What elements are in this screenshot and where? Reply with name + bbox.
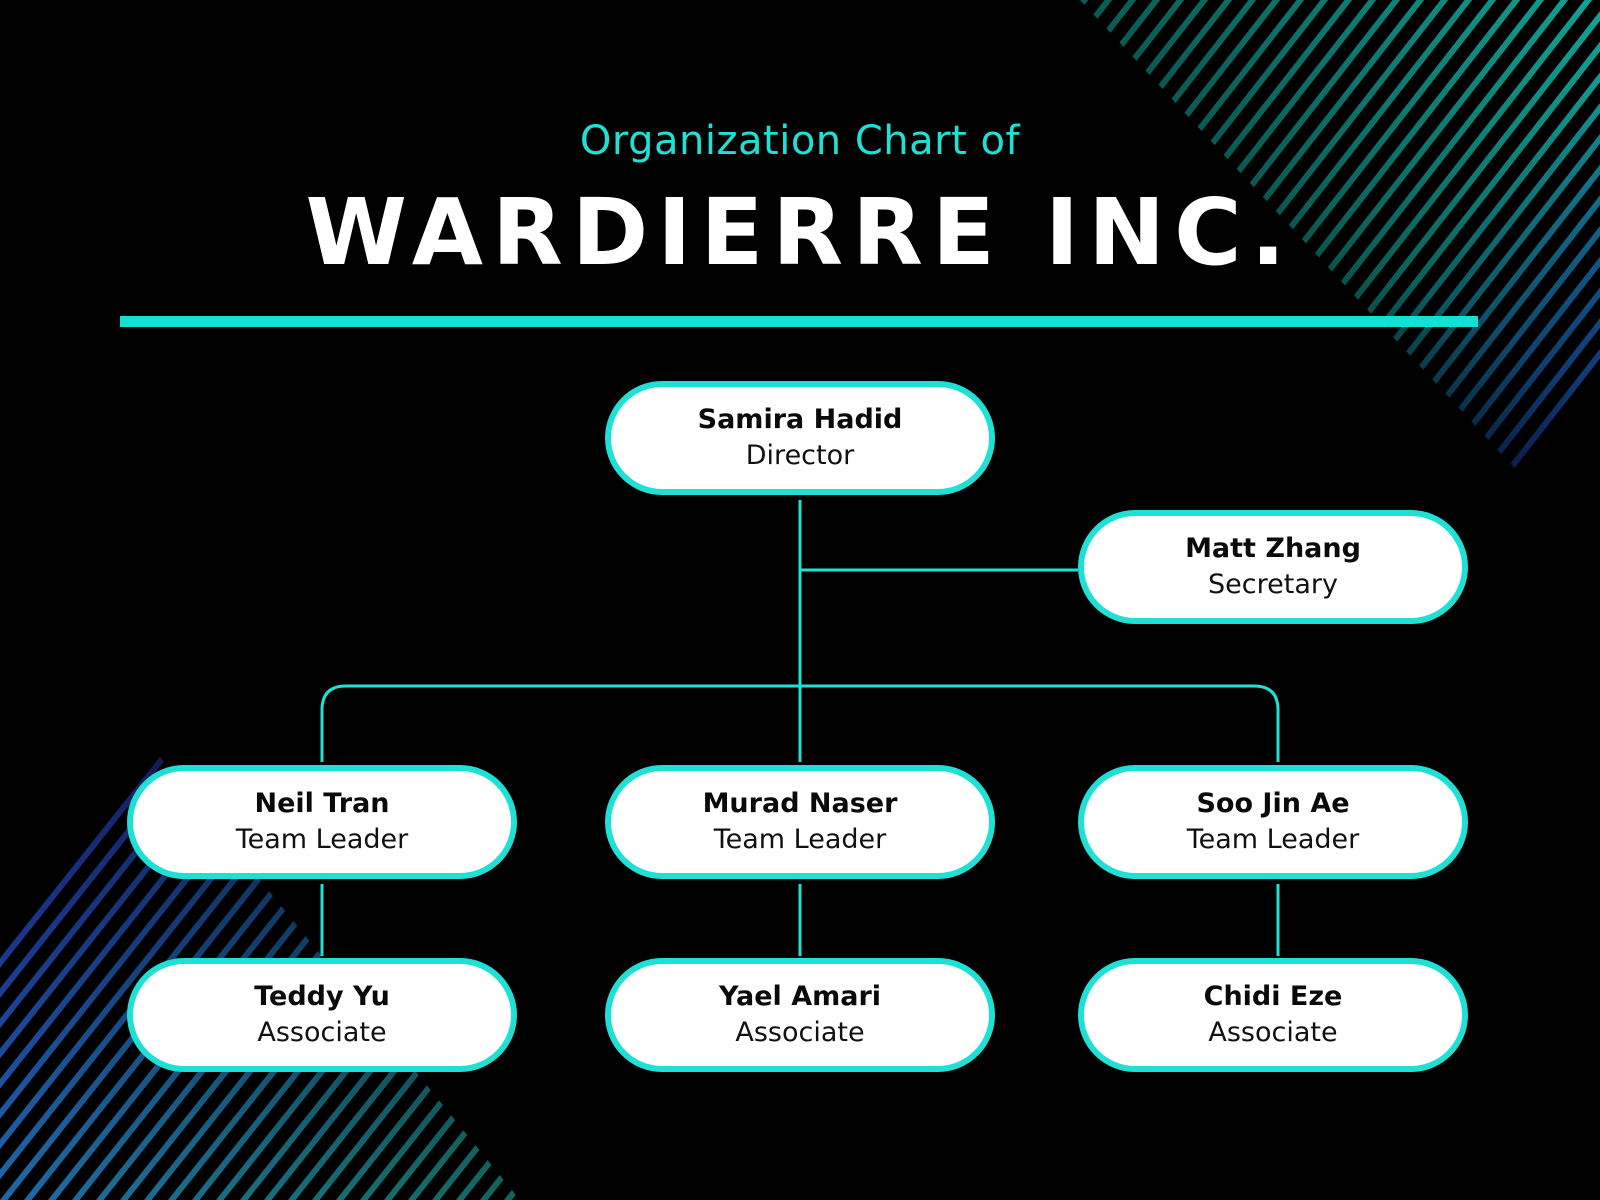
decorative-stripe bbox=[957, 0, 1449, 622]
decorative-stripe bbox=[119, 558, 635, 1200]
decorative-stripe bbox=[0, 558, 323, 968]
node-role: Director bbox=[745, 440, 855, 471]
decorative-stripe bbox=[669, 0, 1161, 622]
decorative-stripe bbox=[431, 558, 947, 1200]
decorative-stripe bbox=[455, 558, 971, 1200]
decorative-stripe bbox=[765, 0, 1257, 622]
node-team-leader-2: Murad Naser Team Leader bbox=[605, 765, 995, 879]
decorative-stripe bbox=[23, 558, 539, 1200]
node-name: Chidi Eze bbox=[1203, 981, 1343, 1012]
node-team-leader-1: Neil Tran Team Leader bbox=[127, 765, 517, 879]
node-name: Matt Zhang bbox=[1185, 533, 1361, 564]
node-role: Team Leader bbox=[235, 824, 409, 855]
decorative-stripe bbox=[1389, 348, 1600, 622]
decorative-stripe bbox=[861, 0, 1353, 622]
decorative-stripe bbox=[0, 558, 515, 1200]
node-role: Secretary bbox=[1208, 569, 1338, 600]
decorative-stripe bbox=[933, 0, 1425, 622]
decorative-stripe bbox=[1005, 0, 1497, 622]
decorative-stripe bbox=[143, 558, 659, 1200]
node-name: Neil Tran bbox=[254, 788, 390, 819]
node-name: Samira Hadid bbox=[697, 404, 903, 435]
decorative-stripe bbox=[359, 558, 875, 1200]
node-name: Soo Jin Ae bbox=[1196, 788, 1350, 819]
decorative-stripe bbox=[47, 558, 563, 1200]
node-name: Yael Amari bbox=[718, 981, 882, 1012]
decorative-stripe bbox=[1365, 318, 1600, 622]
node-name: Murad Naser bbox=[702, 788, 898, 819]
node-role: Team Leader bbox=[713, 824, 887, 855]
decorative-stripe bbox=[167, 558, 683, 1200]
node-name: Teddy Yu bbox=[254, 981, 390, 1012]
decorative-stripe bbox=[717, 0, 1209, 622]
decorative-stripe bbox=[0, 558, 419, 1089]
node-role: Associate bbox=[257, 1017, 387, 1048]
decorative-stripe bbox=[909, 0, 1401, 622]
decorative-stripe bbox=[813, 0, 1305, 622]
decorative-stripe bbox=[263, 558, 779, 1200]
decorative-stripe bbox=[885, 0, 1377, 622]
decorative-stripe bbox=[239, 558, 755, 1200]
node-associate-3: Chidi Eze Associate bbox=[1078, 958, 1468, 1072]
decorative-stripe bbox=[551, 558, 1067, 1200]
node-director: Samira Hadid Director bbox=[605, 381, 995, 495]
node-role: Associate bbox=[735, 1017, 865, 1048]
decorative-stripe bbox=[0, 558, 467, 1150]
node-associate-1: Teddy Yu Associate bbox=[127, 958, 517, 1072]
decorative-stripe bbox=[71, 558, 587, 1200]
decorative-stripe bbox=[0, 558, 395, 1059]
decorative-stripe bbox=[837, 0, 1329, 622]
decorative-stripe bbox=[0, 558, 347, 999]
decorative-stripe bbox=[693, 0, 1185, 622]
node-secretary: Matt Zhang Secretary bbox=[1078, 510, 1468, 624]
decorative-stripe bbox=[95, 558, 611, 1200]
decorative-stripe bbox=[575, 558, 1091, 1200]
decorative-stripe bbox=[621, 0, 1113, 622]
decorative-stripe bbox=[0, 558, 491, 1180]
decorative-stripe bbox=[287, 558, 803, 1200]
decorative-stripe bbox=[335, 558, 851, 1200]
decorative-stripe bbox=[645, 0, 1137, 622]
decorative-stripe bbox=[383, 558, 899, 1200]
decorative-stripe bbox=[479, 558, 995, 1200]
title-divider bbox=[120, 316, 1478, 327]
node-role: Associate bbox=[1208, 1017, 1338, 1048]
decorative-stripe bbox=[789, 0, 1281, 622]
decorative-stripe bbox=[191, 558, 707, 1200]
company-title: WARDIERRE INC. bbox=[305, 179, 1295, 286]
decorative-stripe bbox=[311, 558, 827, 1200]
decorative-stripe bbox=[741, 0, 1233, 622]
node-team-leader-3: Soo Jin Ae Team Leader bbox=[1078, 765, 1468, 879]
decorative-stripe bbox=[527, 558, 1043, 1200]
chart-subtitle: Organization Chart of bbox=[579, 118, 1021, 164]
decorative-stripe bbox=[599, 558, 1115, 1200]
node-role: Team Leader bbox=[1186, 824, 1360, 855]
decorative-stripe bbox=[215, 558, 731, 1200]
node-associate-2: Yael Amari Associate bbox=[605, 958, 995, 1072]
decorative-stripe bbox=[503, 558, 1019, 1200]
decorative-stripe bbox=[597, 0, 1089, 622]
connector-team-branch bbox=[320, 684, 1280, 762]
decorative-stripe bbox=[0, 558, 371, 1029]
decorative-stripe bbox=[407, 558, 923, 1200]
decorative-stripe bbox=[981, 0, 1473, 622]
decorative-stripe bbox=[0, 558, 443, 1119]
